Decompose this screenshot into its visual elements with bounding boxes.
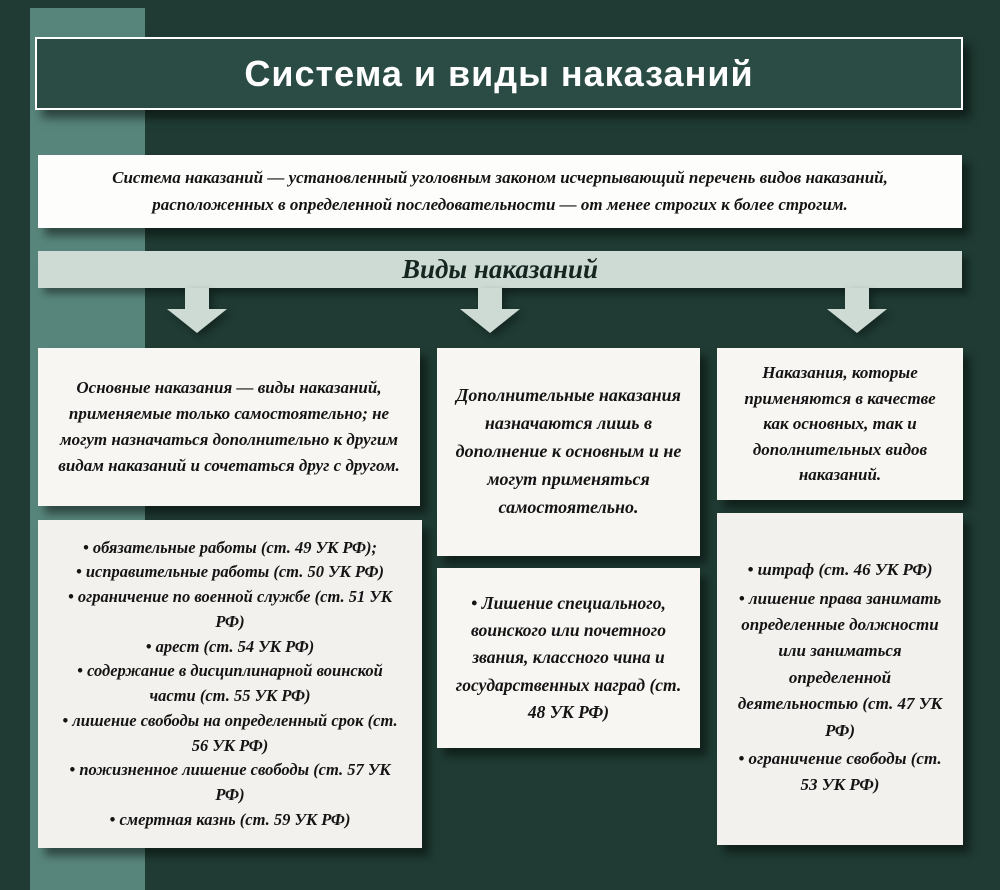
- mixed-punishments-list: штраф (ст. 46 УК РФ) лишение права заним…: [733, 557, 947, 800]
- additional-punishments-list: Лишение специального, воинского или поче…: [453, 590, 684, 726]
- main-punishments-definition-text: Основные наказания — виды наказаний, при…: [58, 378, 400, 475]
- title-banner: Система и виды наказаний: [35, 37, 963, 110]
- list-item: ограничение по военной службе (ст. 51 УК…: [54, 585, 406, 635]
- list-item: пожизненное лишение свободы (ст. 57 УК Р…: [54, 758, 406, 808]
- list-item: лишение свободы на определенный срок (ст…: [54, 709, 406, 759]
- down-arrow-middle-stem: [478, 288, 502, 309]
- mixed-punishments-definition-box: Наказания, которые применяются в качеств…: [717, 348, 963, 500]
- list-item: арест (ст. 54 УК РФ): [54, 635, 406, 660]
- down-arrow-left: [167, 288, 227, 333]
- additional-punishments-list-box: Лишение специального, воинского или поче…: [437, 568, 700, 748]
- main-punishments-list-box: обязательные работы (ст. 49 УК РФ); испр…: [38, 520, 422, 848]
- list-item: ограничение свободы (ст. 53 УК РФ): [733, 746, 947, 799]
- list-item: Лишение специального, воинского или поче…: [453, 590, 684, 726]
- list-item: смертная казнь (ст. 59 УК РФ): [54, 808, 406, 833]
- list-item: содержание в дисциплинарной воинской час…: [54, 659, 406, 709]
- additional-punishments-definition-box: Дополнительные наказания назначаются лиш…: [437, 348, 700, 556]
- main-punishments-definition-box: Основные наказания — виды наказаний, при…: [38, 348, 420, 506]
- down-arrow-middle: [460, 288, 520, 333]
- list-item: обязательные работы (ст. 49 УК РФ);: [54, 536, 406, 561]
- down-arrow-middle-head: [460, 309, 520, 333]
- section-banner: Виды наказаний: [38, 251, 962, 288]
- down-arrow-right-head: [827, 309, 887, 333]
- section-banner-label: Виды наказаний: [402, 254, 598, 284]
- definition-box: Система наказаний — установленный уголов…: [38, 155, 962, 228]
- definition-text: Система наказаний — установленный уголов…: [112, 168, 888, 214]
- down-arrow-left-head: [167, 309, 227, 333]
- additional-punishments-definition-text: Дополнительные наказания назначаются лиш…: [455, 385, 682, 517]
- mixed-punishments-list-box: штраф (ст. 46 УК РФ) лишение права заним…: [717, 513, 963, 845]
- list-item: лишение права занимать определенные долж…: [733, 586, 947, 744]
- down-arrow-left-stem: [185, 288, 209, 309]
- down-arrow-right-stem: [845, 288, 869, 309]
- main-punishments-list: обязательные работы (ст. 49 УК РФ); испр…: [54, 536, 406, 833]
- page-title: Система и виды наказаний: [244, 52, 754, 94]
- down-arrow-right: [827, 288, 887, 333]
- mixed-punishments-definition-text: Наказания, которые применяются в качеств…: [744, 363, 936, 485]
- list-item: штраф (ст. 46 УК РФ): [733, 557, 947, 583]
- list-item: исправительные работы (ст. 50 УК РФ): [54, 560, 406, 585]
